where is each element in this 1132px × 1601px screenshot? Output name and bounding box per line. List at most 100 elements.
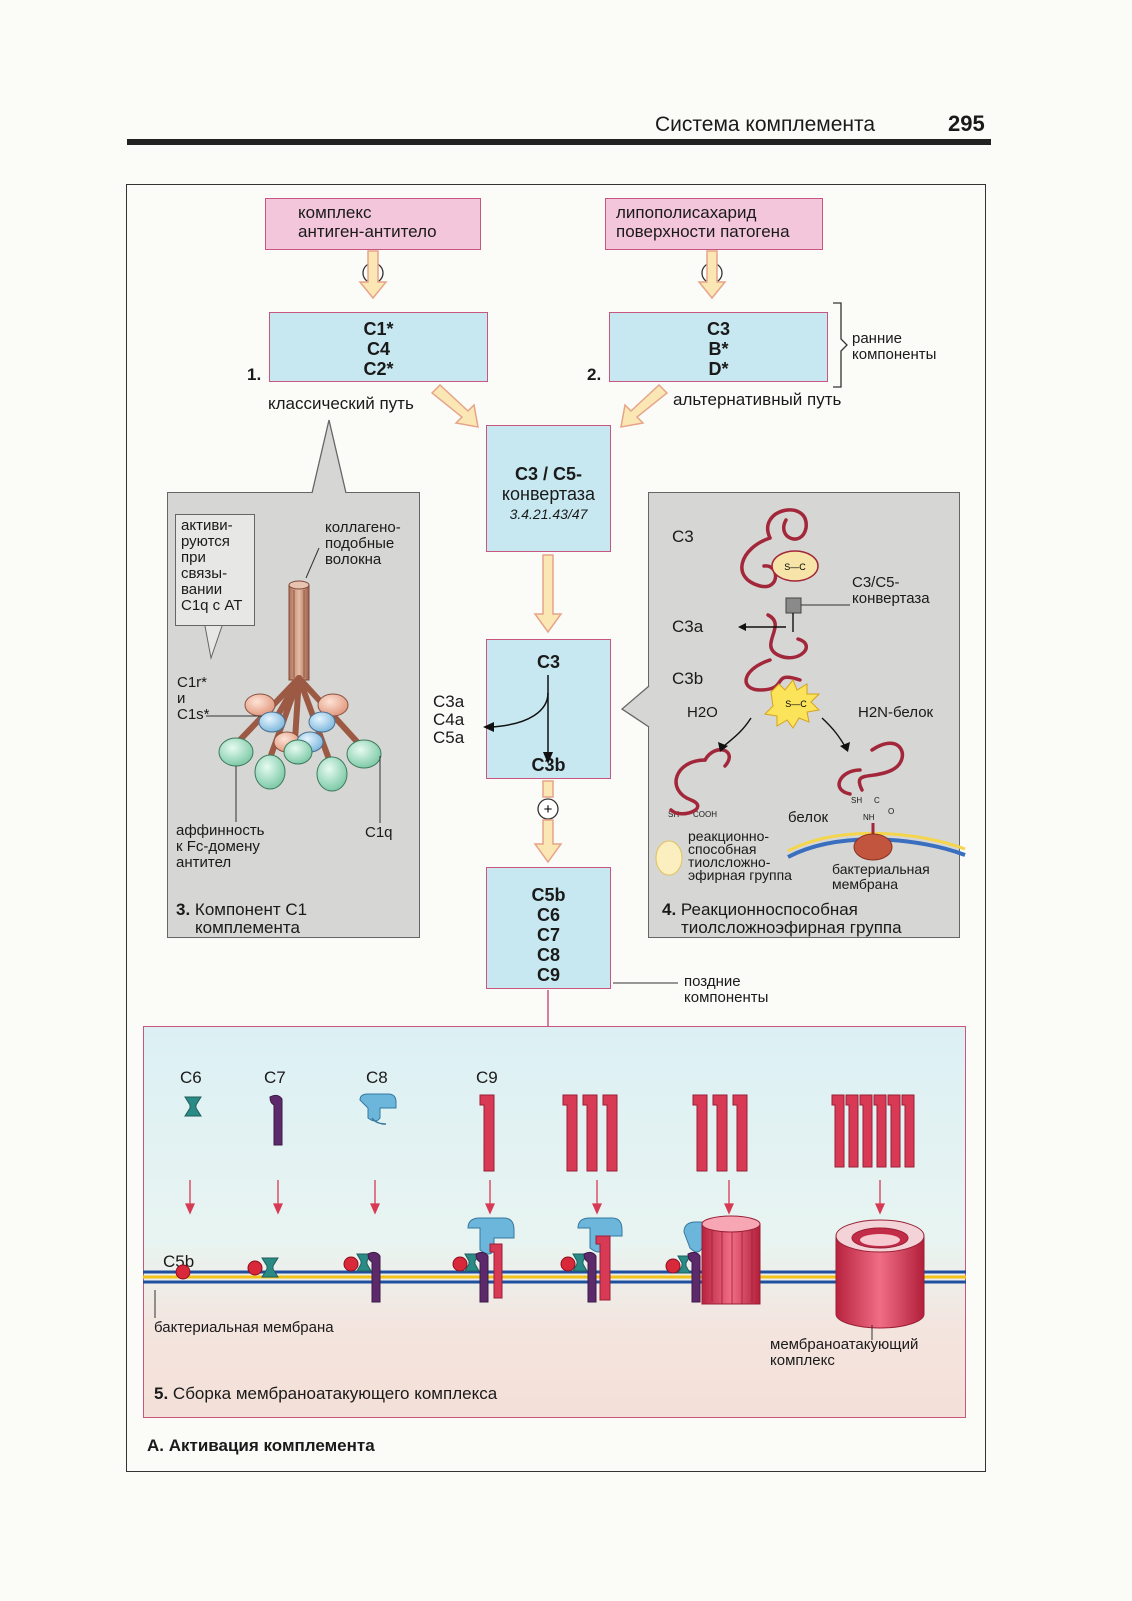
- late-c9: C9: [536, 965, 560, 985]
- p5-c7-label: C7: [264, 1068, 286, 1087]
- alternative-b: B*: [708, 339, 729, 359]
- p4-bacterial-membrane: бактериальная мембрана: [832, 862, 930, 892]
- activation-line5: вании: [181, 581, 223, 598]
- c1q-label: C1q: [365, 824, 393, 841]
- c1r-label: C1r*: [177, 674, 208, 691]
- c3a-release-arrow: [489, 692, 549, 728]
- p4-o: O: [888, 807, 895, 816]
- mac-assembly-illustration: [143, 1093, 966, 1340]
- late-line1: поздние: [684, 973, 741, 990]
- late-line2: компоненты: [684, 989, 769, 1006]
- p4-sh-right: SH: [851, 796, 863, 805]
- p4-c3: C3: [672, 527, 694, 546]
- p5-c8-label: C8: [366, 1068, 388, 1087]
- convertase-ec-number: 3.4.21.43/47: [509, 506, 588, 522]
- panel5-caption: 5. Сборка мембраноатакующего комплекса: [154, 1385, 497, 1403]
- partial-pore-complex: [665, 1215, 761, 1305]
- c9-molecule: [479, 1094, 495, 1172]
- p5-mac-label: мембраноатакующий комплекс: [770, 1337, 918, 1369]
- p4-membrane-line2: мембрана: [832, 876, 898, 892]
- panel-mac-assembly: [143, 1026, 966, 1418]
- p4-convertase-line1: C3/C5-: [852, 574, 900, 591]
- arrow-trigger-right: [697, 250, 727, 300]
- p4-h2n-protein: H2N-белок: [858, 704, 934, 721]
- convertase-line1: C3 / C5-: [514, 464, 583, 484]
- c1s-label: C1s*: [177, 706, 210, 723]
- product-c5a: C5a: [433, 728, 465, 747]
- activation-line3: при: [181, 549, 206, 566]
- panel4-caption: 4. Реакционноспособная тиолсложноэфирная…: [662, 901, 902, 937]
- panel4-caption-line1: Реакционноспособная: [680, 900, 858, 919]
- arrow-c3b-to-plus: [542, 780, 554, 798]
- arrow-trigger-left: [358, 250, 388, 300]
- header-rule: [127, 139, 991, 145]
- and-label: и: [177, 690, 186, 707]
- trigger-left-line2: антиген-антитело: [298, 222, 437, 241]
- collagen-line1: коллагено-: [325, 519, 401, 536]
- reactive-line3: тиолсложно-: [688, 854, 771, 870]
- plus-circle-middle: +: [537, 798, 559, 820]
- panel5-caption-text: Сборка мембраноатакующего комплекса: [172, 1384, 498, 1403]
- collagen-note: коллагено- подобные волокна: [325, 520, 401, 568]
- reactive-line2: способная: [688, 841, 757, 857]
- early-line1: ранние: [852, 330, 902, 347]
- figure-frame: [126, 184, 986, 1472]
- c9-polymer: [831, 1094, 915, 1168]
- activation-line4: связы-: [181, 565, 228, 582]
- activation-note: активи- руются при связы- вании C1q с AT: [181, 518, 242, 614]
- alternative-c3: C3: [706, 319, 730, 339]
- svg-text:+: +: [544, 801, 553, 818]
- p4-membrane-line1: бактериальная: [832, 861, 930, 877]
- classical-c4: C4: [366, 339, 390, 359]
- classical-c1: C1*: [363, 319, 394, 339]
- arrow-plus-to-late: [533, 819, 563, 864]
- late-c7: C7: [536, 925, 560, 945]
- c9-trimer-2: [692, 1094, 748, 1172]
- panel4-caption-line2: тиолсложноэфирная группа: [681, 918, 902, 937]
- trigger-right-line2: поверхности патогена: [616, 222, 790, 241]
- p4-sh-left: SH: [668, 810, 680, 819]
- p4-c: C: [874, 796, 880, 805]
- panel3-pointer: [311, 419, 347, 494]
- collagen-line3: волокна: [325, 551, 382, 568]
- late-components-label: поздние компоненты: [684, 974, 768, 1006]
- panel3-caption: 3. Компонент C1 комплемента: [176, 901, 307, 937]
- svg-text:S—C: S—C: [785, 699, 807, 709]
- product-c3a: C3a: [433, 692, 465, 711]
- p4-c3b: C3b: [672, 669, 704, 688]
- classical-pathway-label: классический путь: [268, 394, 414, 413]
- panel5-caption-num: 5.: [154, 1384, 169, 1403]
- alternative-pathway-label: альтернативный путь: [673, 390, 842, 409]
- page-number: 295: [948, 111, 985, 136]
- c5b-molecule: [175, 1264, 191, 1280]
- c1r-c1s-label: C1r* и C1s*: [177, 675, 210, 723]
- bacterial-membrane: [143, 1270, 966, 1318]
- alternative-d: D*: [708, 359, 729, 379]
- p4-cooh: COOH: [693, 810, 717, 819]
- alternative-pathway-box: C3 B* D*: [609, 312, 828, 382]
- svg-text:S—C: S—C: [784, 562, 806, 572]
- panel3-caption-line1: Компонент C1: [194, 900, 308, 919]
- mac-line1: мембраноатакующий: [770, 1336, 919, 1353]
- late-c6: C6: [536, 905, 560, 925]
- c3b-label: C3b: [531, 755, 566, 775]
- panel3-caption-num: 3.: [176, 900, 191, 919]
- arrow-convertase-to-c3: [533, 554, 563, 634]
- mac-line2: комплекс: [770, 1352, 835, 1369]
- reactive-line4: эфирная группа: [688, 867, 792, 883]
- affinity-line1: аффинность: [176, 822, 265, 839]
- trigger-left-line1: комплекс: [298, 203, 372, 222]
- activation-note-tail: [204, 625, 223, 660]
- product-c4a: C4a: [433, 710, 465, 729]
- running-header-title: Система комплемента: [655, 113, 876, 136]
- activation-line6: C1q с AT: [181, 597, 243, 614]
- late-c8: C8: [536, 945, 560, 965]
- figure-caption: А. Активация комплемента: [147, 1436, 375, 1455]
- c8-molecule: [359, 1093, 397, 1125]
- c3-label: C3: [536, 652, 560, 672]
- early-line2: компоненты: [852, 346, 937, 363]
- classical-number: 1.: [247, 365, 262, 384]
- thioester-illustration: [669, 508, 904, 816]
- c7-molecule: [269, 1094, 283, 1146]
- p5-c9-label: C9: [476, 1068, 498, 1087]
